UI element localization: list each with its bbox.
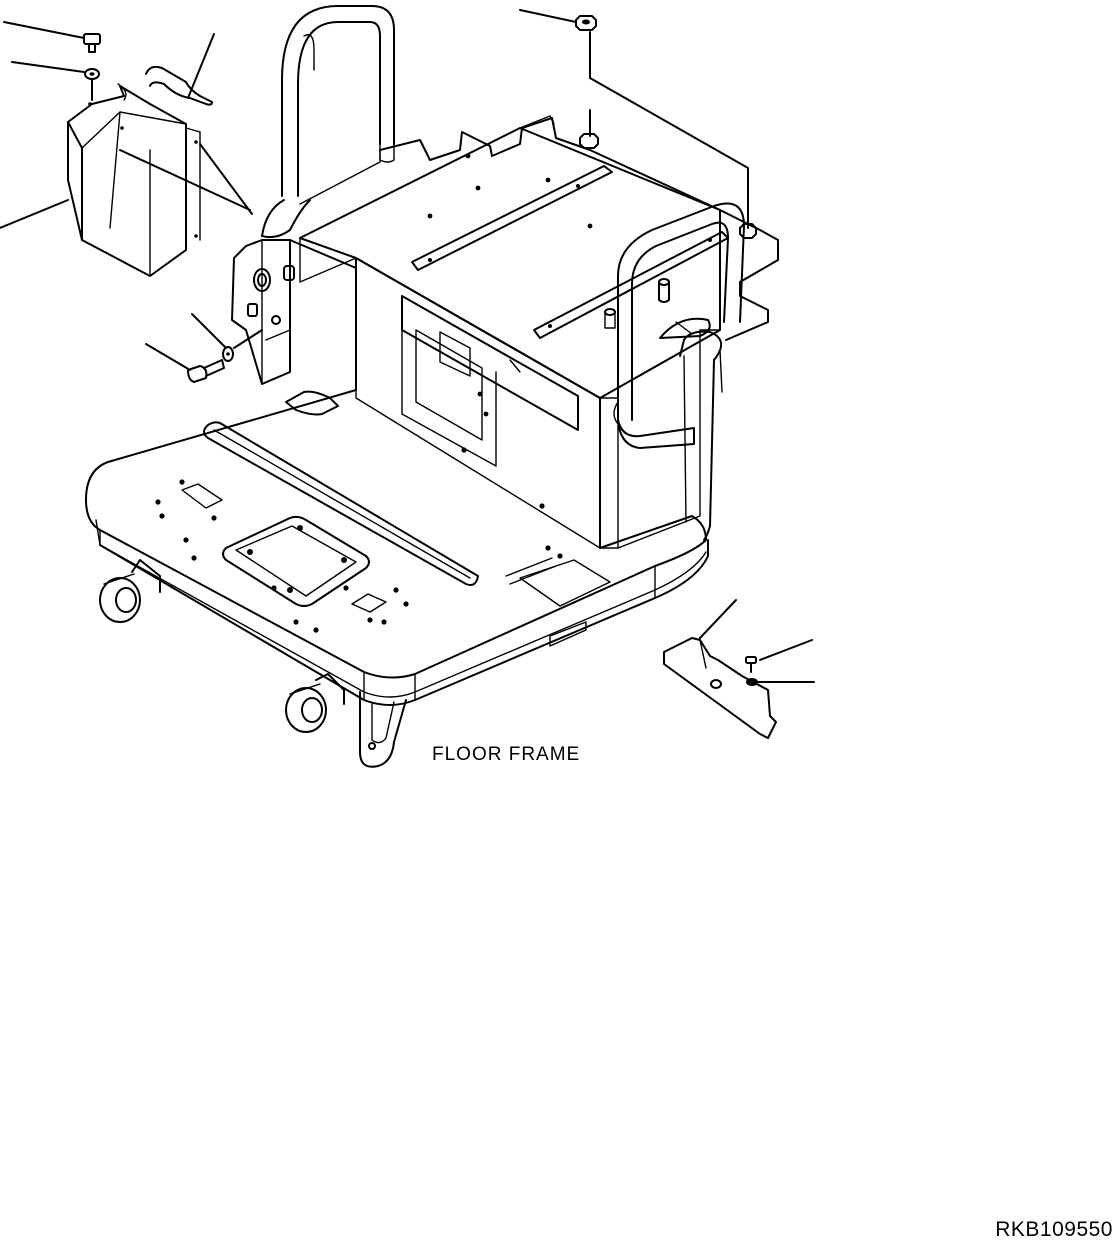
right-support: [604, 209, 779, 341]
nut-top-center: [575, 15, 597, 31]
bolt-top-left: [83, 33, 101, 53]
washer-top-left: [84, 68, 100, 80]
right-bracket: [663, 637, 777, 739]
left-side-plate: [231, 239, 295, 385]
front-wheel: [99, 559, 161, 623]
left-cover: [67, 83, 201, 277]
leader-lines: [0, 9, 815, 683]
floor-holes: [155, 447, 563, 633]
floor-frame-label: FLOOR FRAME: [432, 744, 581, 765]
bracket-bolt: [745, 656, 757, 673]
left-handrail: [261, 5, 395, 239]
rear-wheel: [285, 673, 345, 733]
floor-slot: [203, 421, 479, 586]
floor-openings: [181, 390, 611, 613]
nut-on-box: [579, 133, 599, 149]
seat-box: [299, 127, 721, 549]
washer-side-left: [222, 346, 234, 362]
right-handrail: [613, 202, 745, 541]
floor-plate: [85, 257, 709, 706]
clip-spring: [145, 65, 213, 106]
bolt-side-left: [187, 359, 225, 383]
rear-bracket-leg: [359, 691, 407, 768]
inspection-cover: [222, 515, 370, 607]
rear-bracket: [299, 115, 721, 211]
drawing-id-label: RKB109550: [995, 1218, 1113, 1241]
nut-on-rail: [739, 223, 757, 239]
